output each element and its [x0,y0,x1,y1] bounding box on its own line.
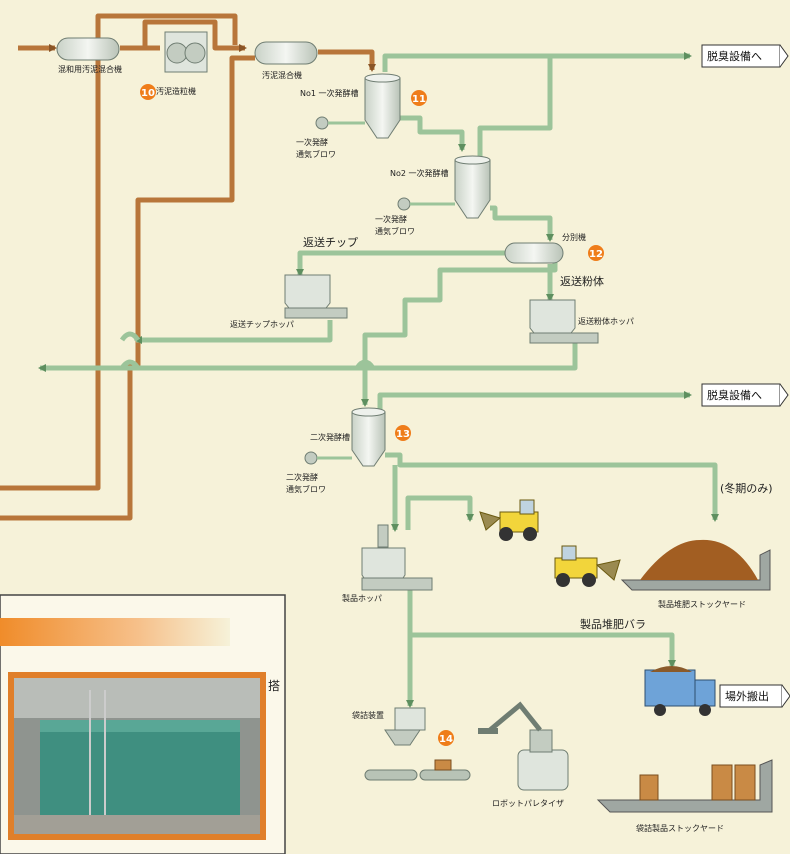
exhaust-pipe-tank2 [480,56,550,158]
transfer-pipe-1 [400,118,462,150]
dest-deodorizer-mid-label: 脱臭設備へ [707,388,762,402]
sludge-mixer [255,42,317,64]
to-yard-pipe [385,455,715,520]
loader-pipe [408,498,470,530]
svg-text:13: 13 [396,429,410,440]
label-return-chip-hopper: 返送チップホッパ [230,319,294,329]
label-return-powder-hopper: 返送粉体ホッパ [578,316,634,326]
badge-13: 13 [395,425,411,441]
label-primary-blower-2a: 一次発酵 [375,214,407,224]
label-product-hopper: 製品ホッパ [342,593,382,603]
dest-offsite-label: 場外搬出 [725,689,769,703]
bag-stock-yard [598,760,772,812]
photo-inset: 搭 [0,595,285,854]
label-sludge-blend-mixer: 混和用汚泥混合機 [58,64,122,74]
svg-text:14: 14 [439,734,453,745]
compost-stock-yard [622,540,770,590]
badge-14: 14 [438,730,454,746]
label-sludge-granulator: 汚泥造粒機 [156,86,196,96]
powder-return-line [40,340,575,368]
label-winter-only: (冬期のみ) [720,481,773,495]
equipment-photo [14,678,260,834]
label-bagging-device: 袋詰装置 [352,710,384,720]
label-primary-tank-2: No2 一次発酵槽 [390,168,449,178]
primary-blower-1 [316,117,365,129]
label-sludge-mixer: 汚泥混合機 [262,70,302,80]
label-return-powder: 返送粉体 [560,274,604,288]
sludge-granulator [165,32,207,72]
label-robot-palletizer: ロボットパレタイザ [492,799,564,808]
label-secondary-blower-b: 通気ブロワ [286,484,326,494]
svg-text:12: 12 [589,249,603,260]
secondary-tank [352,408,385,466]
wheel-loader-2 [555,546,620,587]
dest-deodorizer-top-label: 脱臭設備へ [707,49,762,63]
secondary-blower [305,452,352,464]
label-primary-blower-2b: 通気ブロワ [375,226,415,236]
transfer-pipe-2 [490,208,550,240]
separator [505,243,563,263]
label-secondary-tank: 二次発酵槽 [310,432,350,442]
dest-deodorizer-top: 脱臭設備へ [702,45,788,67]
label-bag-yard: 袋詰製品ストックヤード [636,823,724,833]
bulk-pipe [410,635,672,666]
exhaust-pipe-mid [380,395,690,410]
sludge-blend-mixer [57,38,119,60]
dest-deodorizer-mid: 脱臭設備へ [702,384,788,406]
badge-11: 11 [411,90,427,106]
sludge-pipe-2 [0,58,255,518]
bridge-2 [122,334,138,340]
exhaust-pipe-top [385,56,690,72]
label-compost-yard: 製品堆肥ストックヤード [658,599,746,609]
primary-blower-2 [398,198,455,210]
photo-title-partial: 搭 [268,679,280,693]
label-primary-blower-1a: 一次発酵 [296,137,328,147]
sludge-pipe-1 [0,16,235,488]
label-separator: 分別機 [562,232,586,242]
label-bulk-compost: 製品堆肥バラ [580,617,646,631]
primary-tank-2 [455,156,490,218]
dump-truck [645,666,715,716]
svg-text:11: 11 [412,94,426,105]
primary-tank-1 [365,74,400,138]
label-primary-blower-1b: 通気ブロワ [296,149,336,159]
to-secondary-pipe [365,262,555,405]
wheel-loader-1 [480,500,538,541]
return-chip-hopper [285,275,347,318]
robot-palletizer [478,705,568,790]
badge-12: 12 [588,245,604,261]
dest-offsite: 場外搬出 [720,685,790,707]
product-hopper [362,525,432,590]
svg-text:10: 10 [141,88,155,99]
label-return-chip: 返送チップ [303,235,358,249]
label-secondary-blower-a: 二次発酵 [286,472,318,482]
badge-10: 10 [140,84,156,100]
label-primary-tank-1: No1 一次発酵槽 [300,88,359,98]
sludge-pipe-5 [318,52,372,70]
